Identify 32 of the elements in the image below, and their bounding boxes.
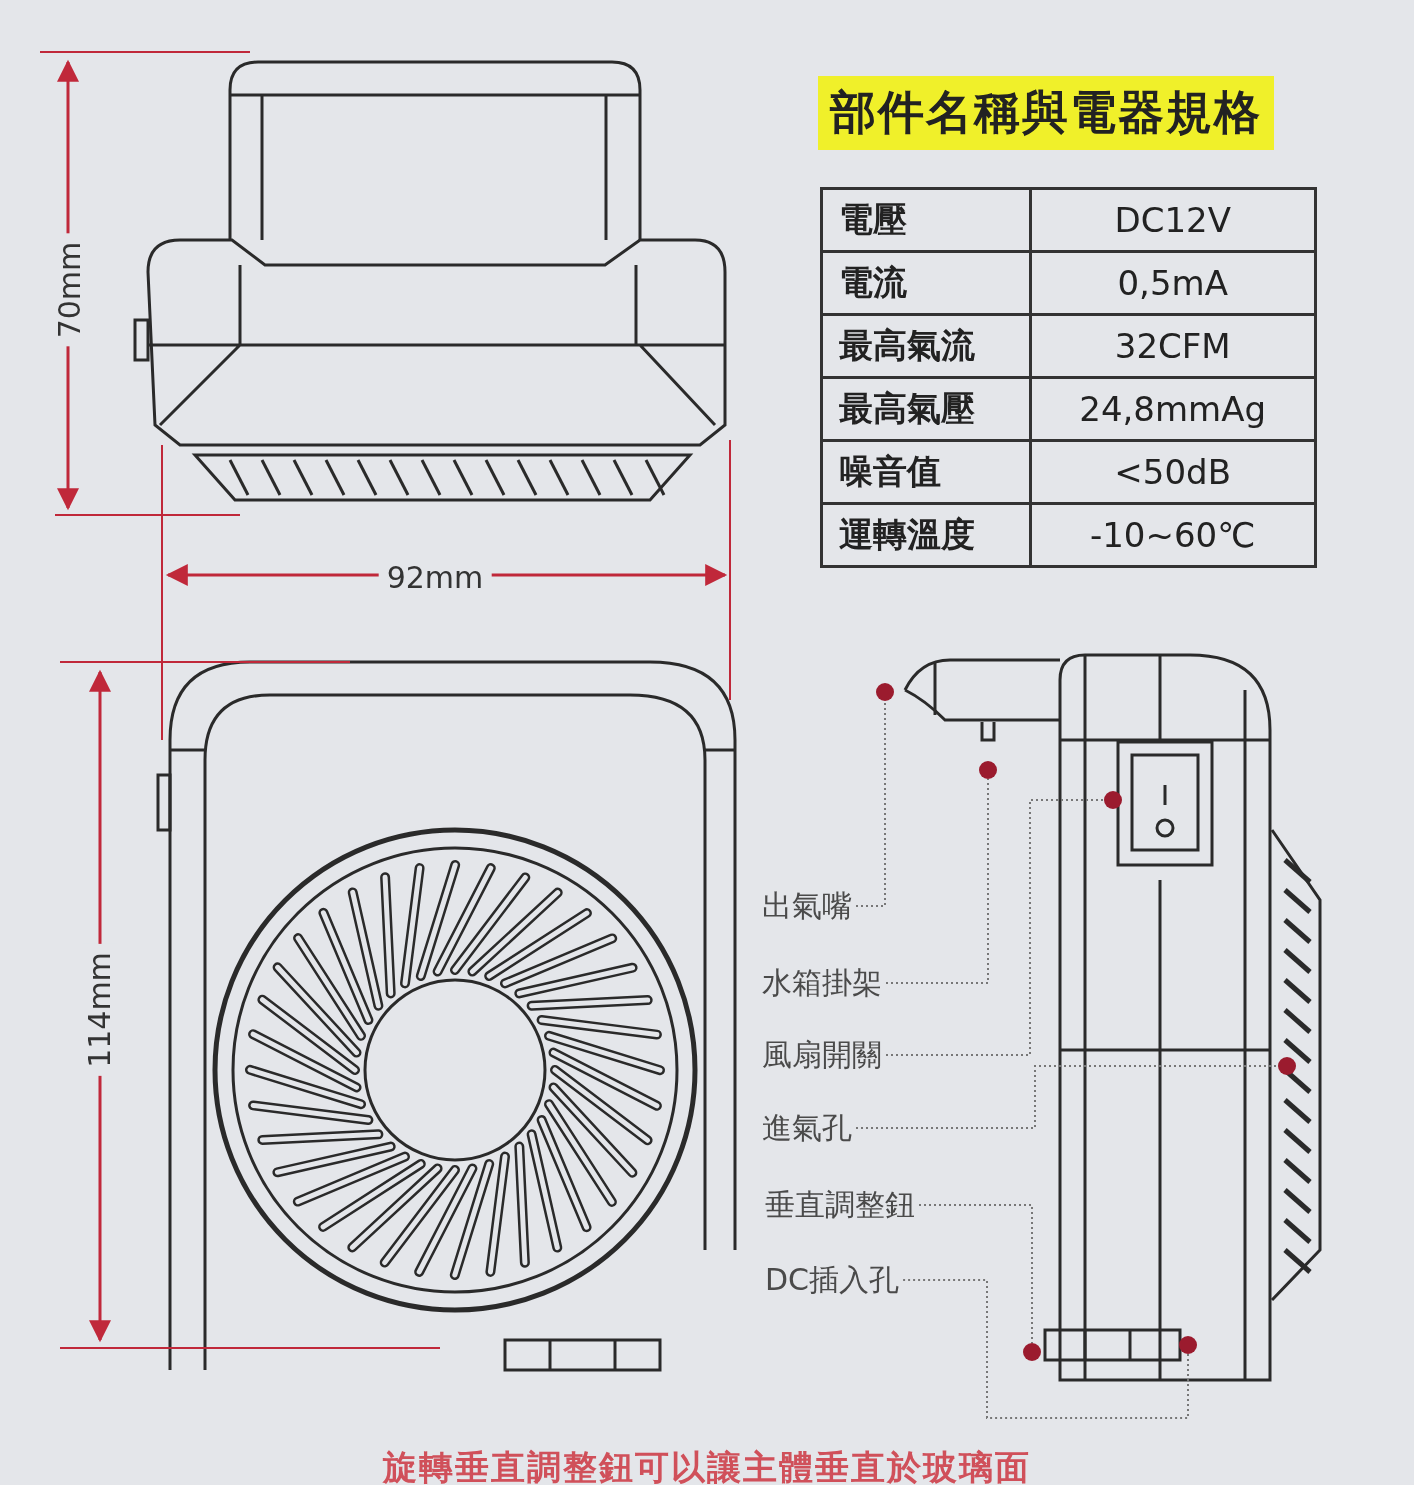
spec-value: -10~60℃: [1089, 515, 1256, 555]
callout-label: 出氣嘴: [762, 886, 852, 926]
marker-dot: [876, 683, 894, 701]
spec-value: 32CFM: [1114, 326, 1231, 366]
spec-value: <50dB: [1114, 452, 1232, 492]
leader-line: [855, 1065, 1279, 1129]
marker-dot: [979, 761, 997, 779]
caption-text: 旋轉垂直調整鈕可以讓主體垂直於玻璃面: [383, 1446, 1031, 1485]
spec-name: 最高氣壓: [839, 388, 975, 428]
leader-line: [902, 1279, 1189, 1419]
callout-label: 垂直調整鈕: [765, 1185, 915, 1225]
leader-line: [918, 1204, 1033, 1344]
spec-name: 最高氣流: [839, 325, 975, 365]
spec-value: 0,5mA: [1117, 263, 1228, 303]
table-title: 部件名稱與電器規格: [818, 76, 1274, 150]
spec-name: 噪音值: [839, 451, 941, 491]
leader-line: [855, 700, 886, 907]
leader-line: [885, 799, 1105, 1056]
callout-label: 風扇開關: [762, 1035, 882, 1075]
leader-line: [885, 778, 989, 984]
spec-name: 電流: [839, 262, 907, 302]
callout-label: 進氣孔: [762, 1108, 852, 1148]
callout-label: 水箱掛架: [762, 963, 882, 1003]
marker-dot: [1023, 1343, 1041, 1361]
spec-name: 運轉溫度: [839, 514, 975, 554]
spec-value: DC12V: [1114, 200, 1231, 240]
marker-dot: [1278, 1057, 1296, 1075]
marker-dot: [1179, 1336, 1197, 1354]
callout-label: DC插入孔: [765, 1260, 900, 1300]
marker-dot: [1104, 791, 1122, 809]
spec-value: 24,8mmAg: [1079, 389, 1267, 429]
spec-name: 電壓: [839, 199, 907, 239]
